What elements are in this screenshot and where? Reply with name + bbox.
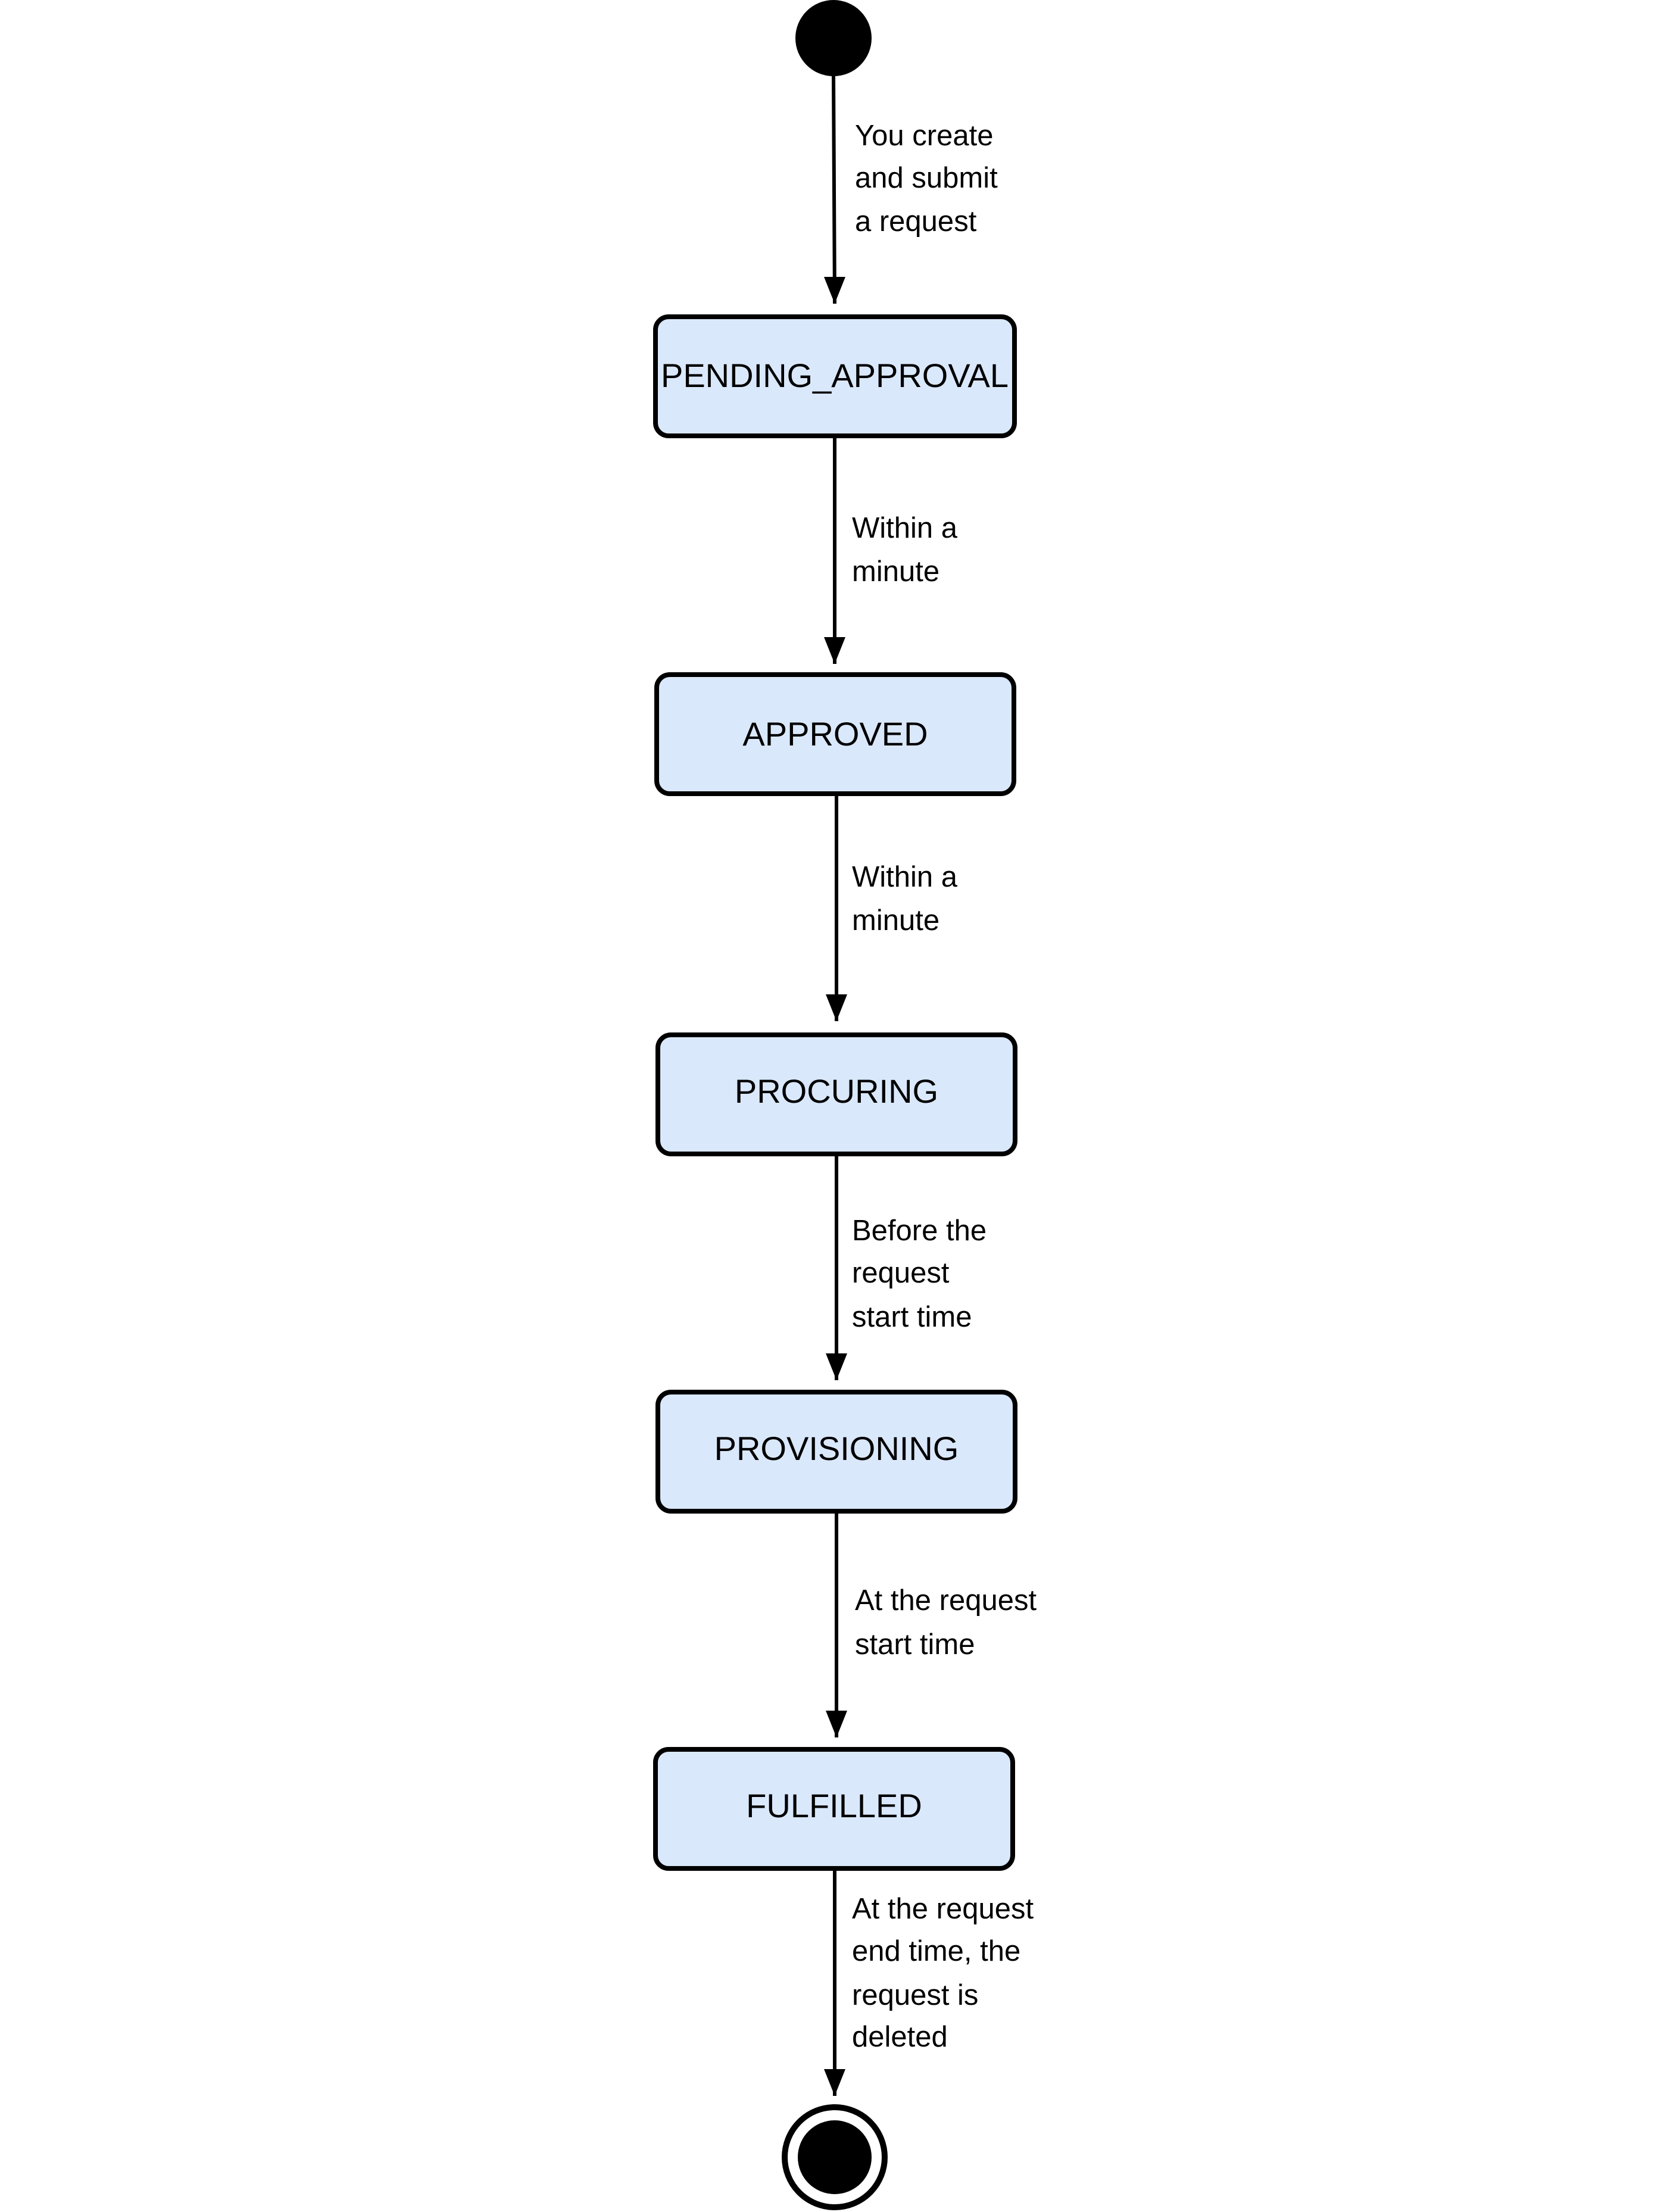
state-label-fulfilled: FULFILLED [746,1787,922,1824]
transition-arrowhead-provisioning-to-fulfilled [826,1711,847,1737]
state-box-approved: APPROVED [654,672,1016,796]
transition-label-procuring-to-provisioning: Before the request start time [852,1215,995,1333]
transition-label-provisioning-to-fulfilled: At the request start time [855,1584,1045,1661]
state-box-fulfilled: FULFILLED [653,1747,1015,1871]
state-label-pending-approval: PENDING_APPROVAL [661,357,1009,394]
transition-arrowhead-fulfilled-to-end [824,2069,845,2096]
transition-label-fulfilled-to-end: At the request end time, the request is … [852,1893,1042,2053]
state-box-provisioning: PROVISIONING [655,1390,1017,1514]
transition-label-approved-to-procuring: Within a minute [852,861,966,937]
state-label-provisioning: PROVISIONING [714,1430,959,1467]
transition-arrows [824,76,847,2096]
transition-arrowhead-start-to-pending [824,277,845,304]
transition-arrowhead-approved-to-procuring [826,994,847,1021]
transition-label-pending-to-approved: Within a minute [852,512,966,588]
state-label-procuring: PROCURING [735,1072,938,1110]
final-state-node [782,2104,888,2210]
state-label-approved: APPROVED [742,715,928,753]
transition-arrowhead-procuring-to-provisioning [826,1353,847,1380]
initial-state-node [795,0,872,76]
state-box-procuring: PROCURING [655,1032,1017,1156]
transition-labels: You create and submit a request Within a… [852,120,1045,2053]
state-box-pending-approval: PENDING_APPROVAL [653,314,1017,438]
transition-label-start-to-pending: You create and submit a request [855,120,1006,238]
transition-arrowhead-pending-to-approved [824,637,845,664]
transition-arrow-start-to-pending [832,76,836,304]
